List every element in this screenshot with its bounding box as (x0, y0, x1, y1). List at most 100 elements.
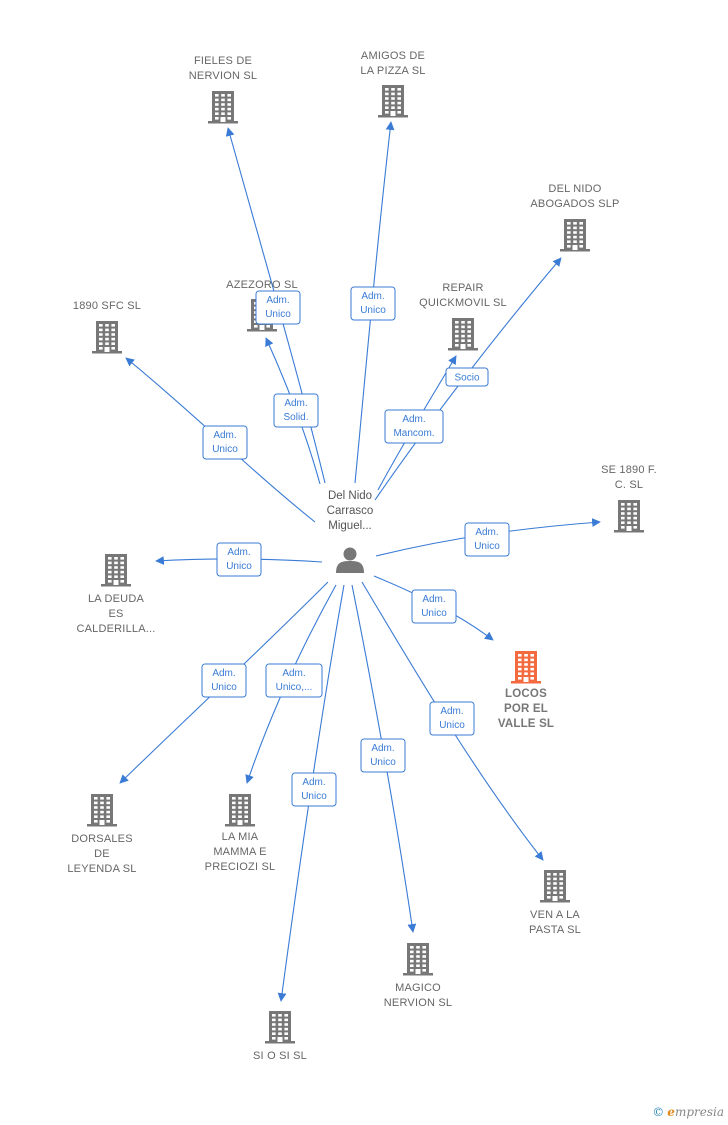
role-badge-magico[interactable]: Adm. Unico (360, 738, 406, 773)
role-text-line: Unico (474, 541, 500, 552)
company-label-line: 1890 SFC SL (73, 300, 141, 312)
role-badge-azezoro[interactable]: Adm.Solid. (273, 393, 319, 428)
building-icon[interactable] (208, 91, 238, 124)
role-text: Adm.Unico (360, 291, 386, 316)
company-label-line: SE 1890 F. (601, 464, 657, 476)
role-text-line: Unico,... (276, 682, 313, 693)
role-text-line: Unico (226, 561, 252, 572)
company-label-line: ES (108, 608, 123, 620)
company-label-line: FIELES DE (194, 55, 252, 67)
role-badge-sfc1890[interactable]: Adm.Unico (202, 425, 248, 460)
role-badge-siosi[interactable]: Adm.Unico (291, 772, 337, 807)
person-icon[interactable] (336, 547, 364, 574)
role-text-line: Adm. (371, 743, 394, 754)
role-box (201, 663, 247, 698)
role-text-line: Mancom. (393, 428, 434, 439)
role-badge-venala[interactable]: Adm.Unico (429, 701, 475, 736)
role-badge-se1890[interactable]: Adm. Unico (464, 522, 510, 557)
roles-layer: Adm.UnicoAdm.UnicoSocioAdm.Solid.Adm.Man… (201, 286, 510, 807)
footer-brand: ©empresia (652, 1105, 724, 1119)
role-text: Adm. Unico (370, 743, 396, 768)
role-badge-fieles[interactable]: Adm.Unico (255, 290, 301, 325)
building-icon[interactable] (448, 318, 478, 351)
company-label-line: MAMMA E (213, 846, 266, 858)
building-icon[interactable] (560, 219, 590, 252)
role-box (350, 286, 396, 321)
role-text-line: Unico (370, 757, 396, 768)
company-label-line: VEN A LA (530, 909, 580, 921)
role-box (445, 367, 489, 387)
role-badge-repair[interactable]: Adm.Mancom. (384, 409, 444, 444)
company-label-line: PRECIOZI SL (205, 861, 276, 873)
company-node-se1890[interactable]: SE 1890 F. C. SL (601, 464, 657, 533)
role-box (216, 542, 262, 577)
role-text: Adm.Unico (439, 706, 465, 731)
building-icon[interactable] (511, 651, 541, 684)
role-text: Adm.Mancom. (393, 414, 434, 439)
company-label-line: QUICKMOVIL SL (419, 297, 507, 309)
person-label-line: Carrasco (327, 505, 374, 517)
role-badge-mamma[interactable]: Adm. Unico,... (265, 663, 323, 698)
role-badge-dorsales[interactable]: Adm. Unico (201, 663, 247, 698)
company-label-line: LA DEUDA (88, 593, 144, 605)
edges-layer (119, 121, 601, 1002)
role-box (291, 772, 337, 807)
company-label-line: DE (94, 848, 110, 860)
role-text: Adm. Unico (474, 527, 500, 552)
building-icon[interactable] (101, 554, 131, 587)
role-box (273, 393, 319, 428)
building-icon[interactable] (614, 500, 644, 533)
company-label-line: DEL NIDO (548, 183, 601, 195)
company-label: AZEZORO SL (226, 279, 298, 291)
building-icon[interactable] (92, 321, 122, 354)
role-text-line: Adm. (475, 527, 498, 538)
company-node-siosi[interactable]: SI O SI SL (253, 1011, 307, 1062)
company-label-line: VALLE SL (498, 718, 554, 730)
role-text: Adm.Unico (212, 430, 238, 455)
role-text: Adm.Unico (226, 547, 252, 572)
role-text-line: Unico (212, 444, 238, 455)
role-box (384, 409, 444, 444)
role-text-line: Adm. (284, 398, 307, 409)
company-label-line: NERVION SL (384, 997, 452, 1009)
role-text-line: Adm. (302, 777, 325, 788)
role-badge-locos[interactable]: Adm.Unico (411, 589, 457, 624)
role-text-line: Adm. (282, 668, 305, 679)
building-icon[interactable] (540, 870, 570, 903)
role-badge-amigos[interactable]: Adm.Unico (350, 286, 396, 321)
role-text-line: Adm. (422, 594, 445, 605)
role-badge-deuda[interactable]: Adm.Unico (216, 542, 262, 577)
person-label-line: Miguel... (328, 520, 371, 532)
building-icon[interactable] (225, 794, 255, 827)
building-icon[interactable] (378, 85, 408, 118)
role-badge-delnido[interactable]: Socio (445, 367, 489, 387)
building-icon[interactable] (403, 943, 433, 976)
company-label-line: C. SL (615, 479, 644, 491)
role-text-line: Unico (439, 720, 465, 731)
building-icon[interactable] (87, 794, 117, 827)
role-text-line: Adm. (212, 668, 235, 679)
role-text-line: Unico (211, 682, 237, 693)
building-icon[interactable] (265, 1011, 295, 1044)
company-node-sfc1890[interactable]: 1890 SFC SL (73, 300, 141, 354)
role-text-line: Unico (265, 309, 291, 320)
role-text: Adm. Unico,... (276, 668, 313, 693)
